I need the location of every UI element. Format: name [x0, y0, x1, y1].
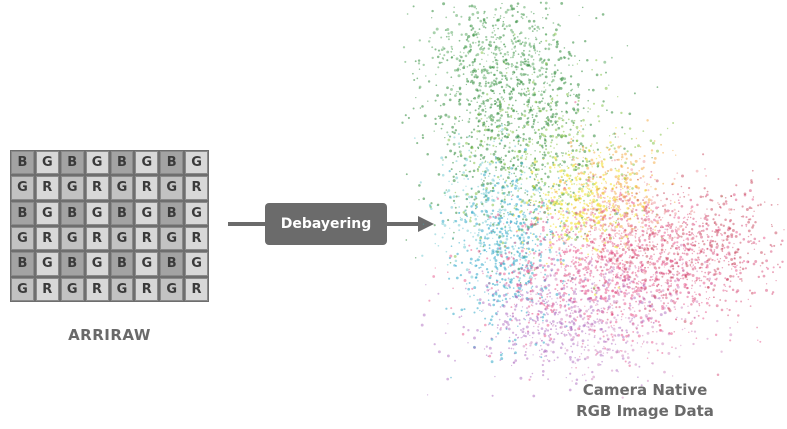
bayer-cell: R	[185, 227, 208, 251]
bayer-cell: B	[160, 151, 184, 175]
bayer-cell: G	[11, 176, 34, 200]
bayer-cell: G	[135, 252, 159, 276]
bayer-cell: G	[185, 151, 208, 175]
bayer-cell: G	[85, 252, 109, 276]
bayer-cell: R	[85, 227, 109, 251]
bayer-cell: B	[11, 151, 34, 175]
bayer-cell: B	[60, 151, 84, 175]
bayer-cell: R	[135, 277, 159, 301]
bayer-cell: R	[135, 176, 159, 200]
bayer-cell: R	[185, 277, 208, 301]
bayer-cell: G	[110, 277, 134, 301]
process-arrow	[228, 216, 434, 232]
bayer-cell: R	[35, 227, 59, 251]
bayer-cell: G	[35, 151, 59, 175]
bayer-cell: R	[185, 176, 208, 200]
bayer-cell: G	[35, 201, 59, 225]
bayer-cell: B	[110, 201, 134, 225]
arrow-head	[418, 216, 434, 232]
output-label-line2: RGB Image Data	[576, 402, 714, 420]
bayer-cell: G	[185, 252, 208, 276]
bayer-cell: B	[110, 151, 134, 175]
bayer-cell: R	[135, 227, 159, 251]
bayer-cell: G	[11, 227, 34, 251]
bayer-cell: B	[11, 201, 34, 225]
bayer-cell: G	[60, 277, 84, 301]
bayer-cell: G	[11, 277, 34, 301]
bayer-cell: B	[110, 252, 134, 276]
output-label-line1: Camera Native	[582, 381, 708, 399]
bayer-cell: B	[11, 252, 34, 276]
bayer-cell: G	[135, 201, 159, 225]
bayer-cell: B	[60, 252, 84, 276]
bayer-cell: B	[160, 252, 184, 276]
bayer-cell: R	[85, 176, 109, 200]
bayer-cell: G	[160, 277, 184, 301]
bayer-cell: G	[35, 252, 59, 276]
rgb-scatter-cloud	[401, 1, 785, 399]
bayer-cell: B	[160, 201, 184, 225]
bayer-cell: G	[135, 151, 159, 175]
bayer-cell: G	[110, 227, 134, 251]
output-label: Camera Native RGB Image Data	[560, 380, 730, 422]
bayer-cell: G	[85, 201, 109, 225]
debayering-label: Debayering	[280, 216, 372, 232]
bayer-cell: G	[85, 151, 109, 175]
bayer-cell: G	[60, 227, 84, 251]
debayering-box: Debayering	[265, 203, 387, 245]
bayer-cell: G	[160, 227, 184, 251]
bayer-cell: G	[60, 176, 84, 200]
bayer-cell: G	[160, 176, 184, 200]
bayer-cell: R	[35, 277, 59, 301]
bayer-cell: G	[110, 176, 134, 200]
arriraw-label: ARRIRAW	[68, 326, 151, 344]
bayer-cell: R	[35, 176, 59, 200]
bayer-cell: G	[185, 201, 208, 225]
bayer-cell: R	[85, 277, 109, 301]
bayer-cell: B	[60, 201, 84, 225]
